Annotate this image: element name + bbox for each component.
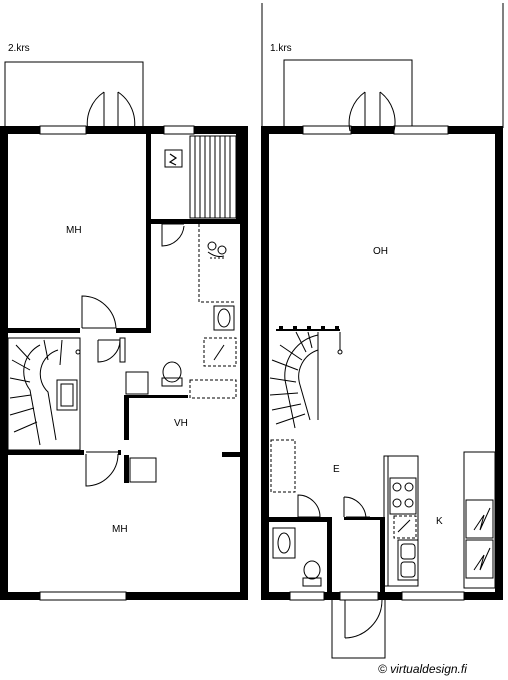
kitchen-cabinets-right [463, 451, 496, 589]
kitchen-counter-left [383, 455, 419, 587]
upper-cabinet [125, 371, 149, 395]
wc-door [297, 494, 321, 518]
shower-area [198, 224, 236, 303]
lower-floor-label: 1.krs [270, 43, 292, 54]
upper-balcony-door [86, 91, 136, 132]
stove-icon [389, 477, 417, 515]
lower-bottom-window-left [289, 591, 325, 601]
sauna-stove-icon [164, 149, 183, 168]
sauna-bench [189, 135, 237, 219]
lower-outer-wall [261, 126, 503, 600]
lower-floor: 1.krs OH E K [261, 3, 504, 659]
upper-top-window [39, 125, 87, 135]
lower-top-window-right [393, 125, 449, 135]
kitchen-sink [397, 539, 419, 581]
lower-interior-walls [269, 517, 385, 592]
upper-sauna-window [163, 125, 195, 135]
upper-floor-label: 2.krs [8, 43, 30, 54]
room-label-bedroom-bottom: MH [112, 524, 128, 535]
dishwasher [393, 515, 417, 539]
entrance-door [331, 496, 386, 659]
upper-interior-walls [8, 134, 240, 483]
lower-top-window [302, 125, 352, 135]
upper-closet-door [129, 457, 157, 483]
upper-balcony [4, 61, 144, 128]
upper-hall-door [97, 337, 126, 363]
washing-machine-area [203, 337, 237, 367]
room-label-bedroom-top: MH [66, 225, 82, 236]
lower-bottom-window-right [401, 591, 465, 601]
room-label-hall: E [333, 464, 340, 475]
upper-counter [189, 379, 237, 399]
lower-patio-door [348, 91, 396, 132]
upper-bedroom-top-door [81, 295, 117, 329]
lower-toilet [302, 560, 322, 587]
wc-sink [272, 527, 296, 559]
upper-bedroom-bottom-door [85, 451, 119, 487]
upper-stairs [7, 337, 81, 451]
room-label-living-room: OH [373, 246, 388, 257]
credit-text: © virtualdesign.fi [378, 662, 467, 676]
sauna-door [161, 223, 185, 247]
bathroom-sink [213, 305, 235, 331]
lower-stairs [269, 326, 343, 429]
room-label-kitchen: K [436, 516, 443, 527]
lower-patio-inner [283, 59, 413, 128]
upper-floor: 2.krs MH VH MH [0, 43, 248, 601]
hall-closet [270, 439, 296, 493]
room-label-closet: VH [174, 418, 188, 429]
shower-icon [207, 241, 227, 259]
entrance-step [331, 596, 386, 659]
upper-bottom-window [39, 591, 127, 601]
upper-toilet [161, 361, 183, 387]
